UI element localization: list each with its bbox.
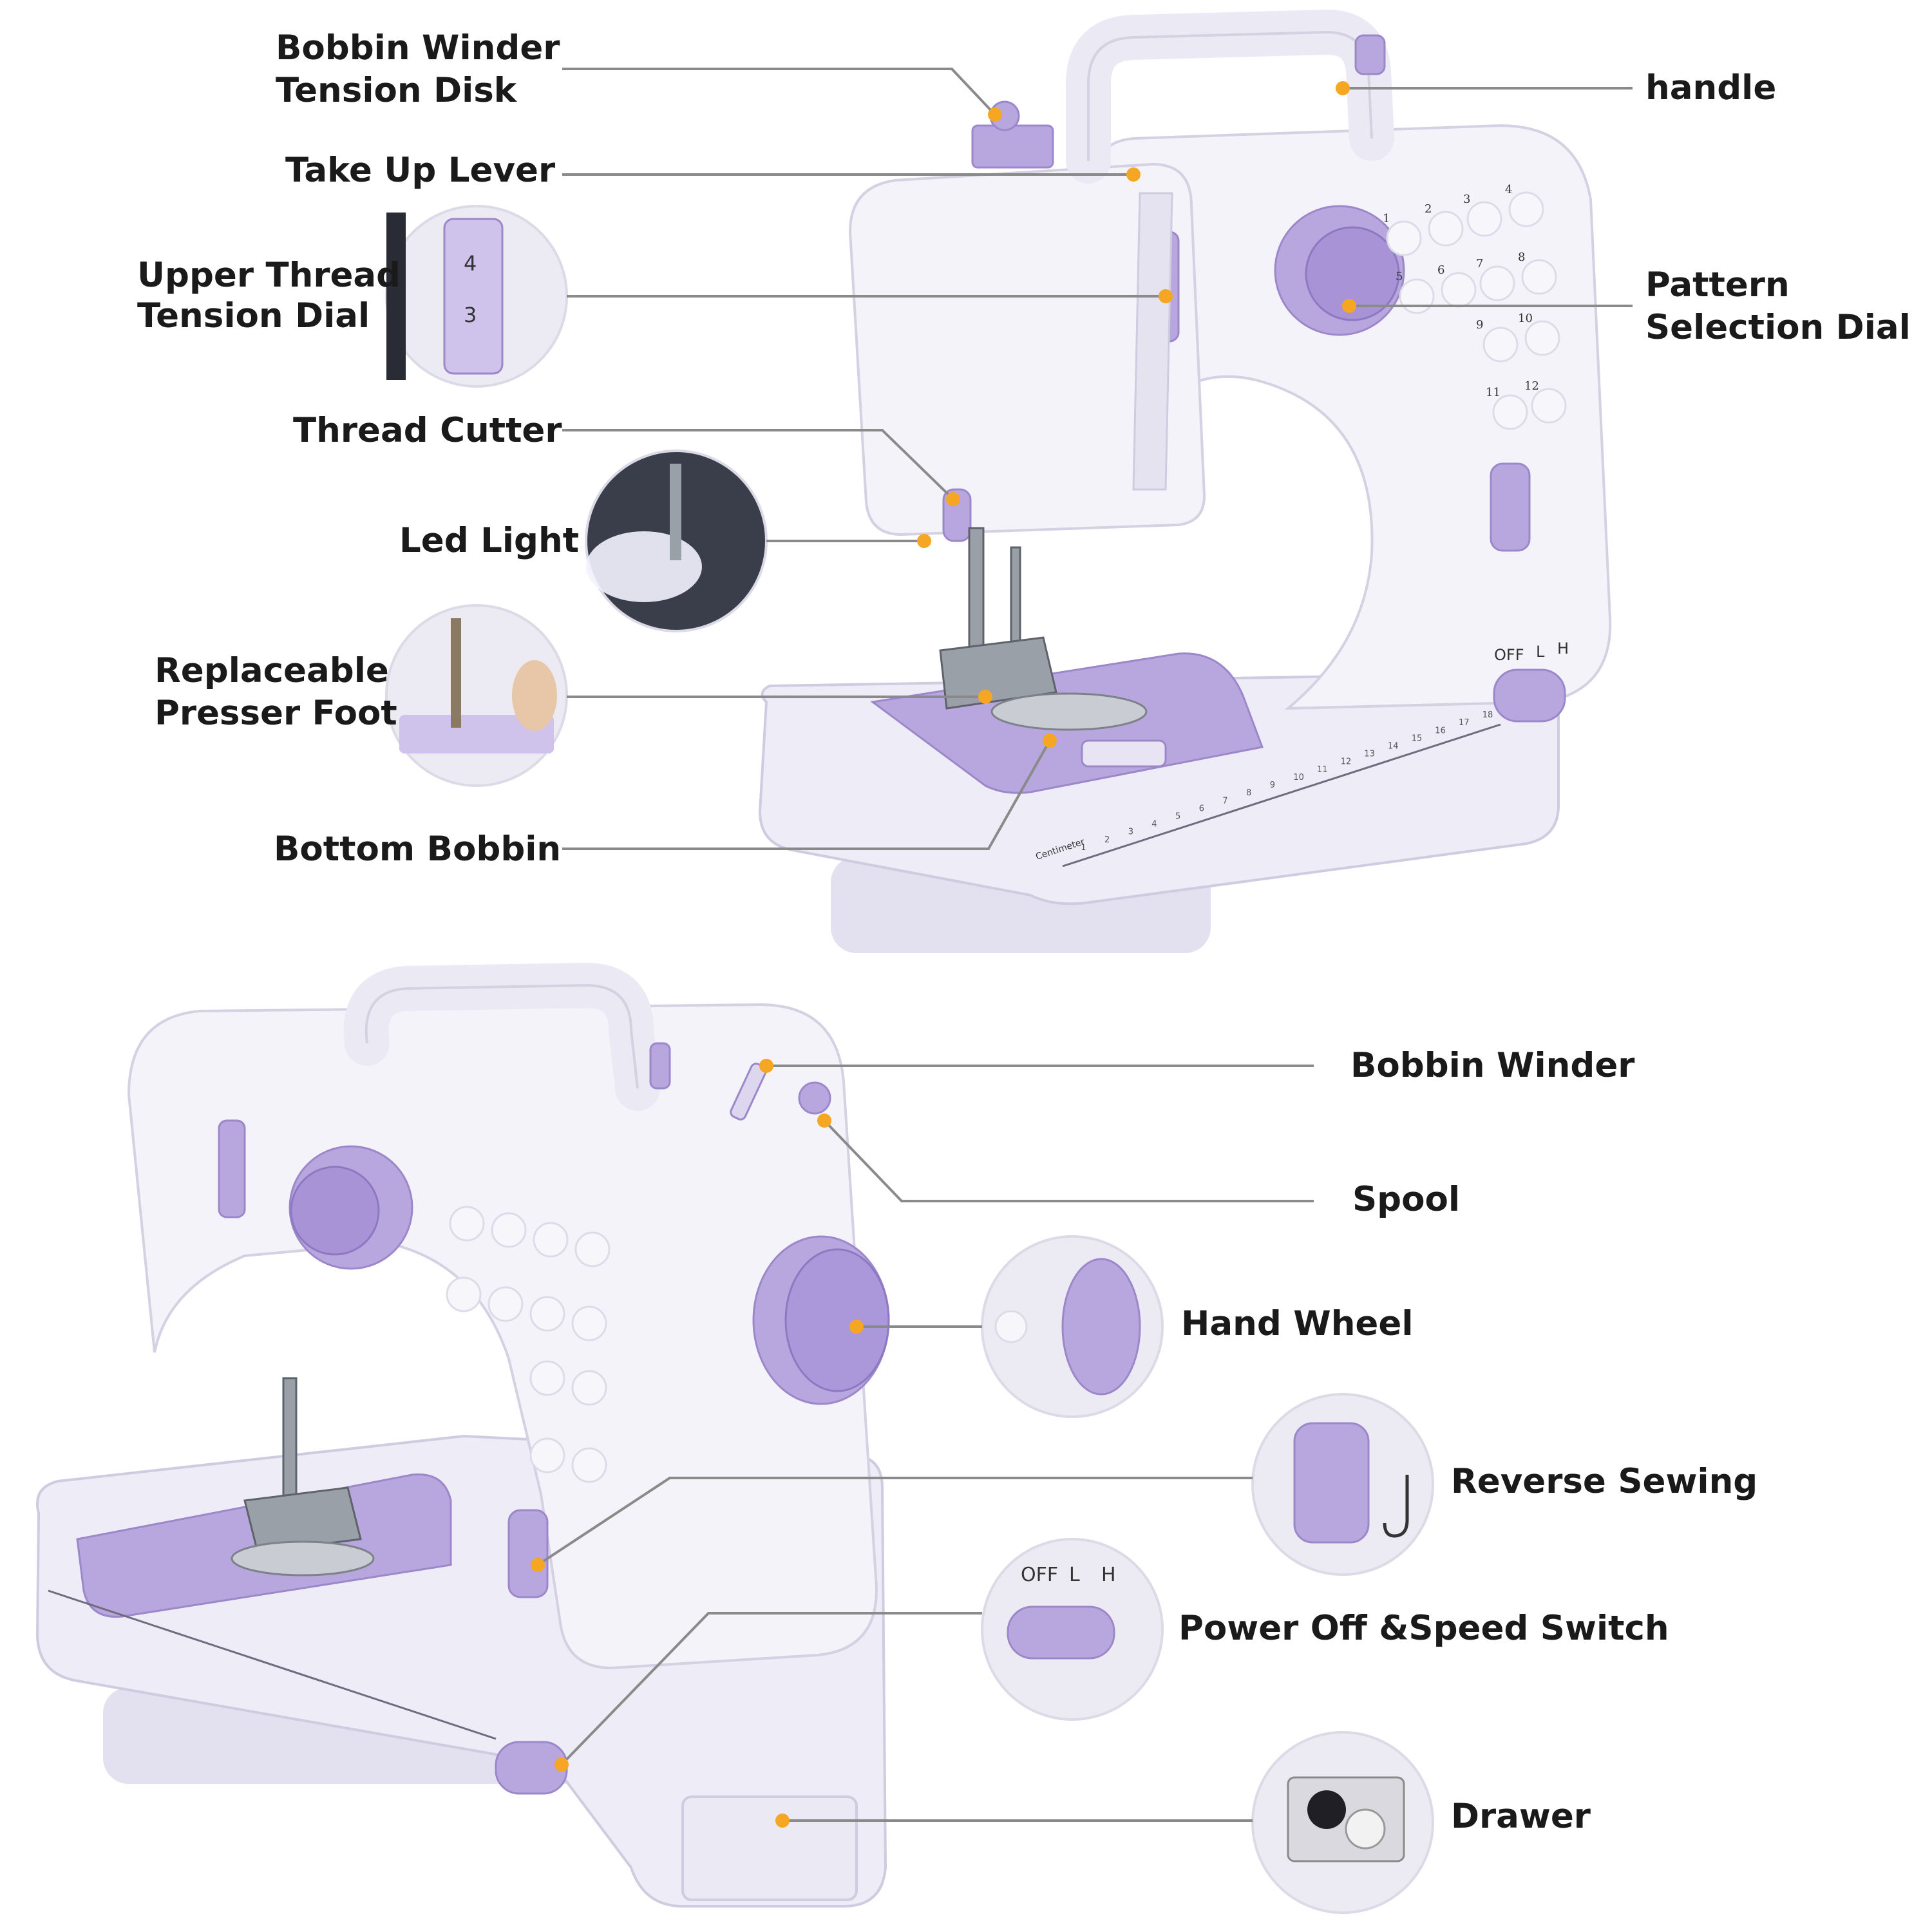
- switch-label-h: H: [1557, 639, 1569, 658]
- label-led-light: Led Light: [399, 521, 579, 560]
- ruler-number: 13: [1364, 750, 1375, 759]
- stitch-number: 1: [1383, 212, 1390, 225]
- switch-inset-off: OFF: [1021, 1564, 1058, 1586]
- inset-hand-wheel: [981, 1235, 1164, 1418]
- stitch-number: 9: [1476, 318, 1483, 332]
- ruler-number: 16: [1435, 726, 1446, 735]
- ruler-number: 10: [1293, 773, 1304, 782]
- ruler-number: 18: [1482, 710, 1493, 720]
- dot-presser-foot: [978, 690, 992, 704]
- inset-power-switch: [981, 1538, 1164, 1721]
- label-drawer: Drawer: [1451, 1797, 1591, 1836]
- label-reverse-sewing: Reverse Sewing: [1451, 1462, 1757, 1501]
- ruler-number: 6: [1199, 804, 1204, 813]
- ruler-number: 15: [1412, 734, 1423, 743]
- label-take-up-lever: Take Up Lever: [285, 151, 555, 190]
- label-bobbin-winder-tension-disk: Bobbin Winder Tension Disk: [276, 28, 572, 110]
- label-hand-wheel: Hand Wheel: [1181, 1304, 1414, 1343]
- stitch-number: 6: [1437, 263, 1444, 277]
- dot-bobbin-winder: [759, 1059, 773, 1073]
- label-handle: handle: [1645, 68, 1776, 108]
- callout-labels: Bobbin Winder Tension Disk Take Up Lever…: [137, 28, 1911, 1836]
- stitch-number: 7: [1476, 257, 1483, 270]
- switch-label-l: L: [1536, 643, 1545, 661]
- label-spool: Spool: [1352, 1180, 1460, 1219]
- inset-reverse-sewing: [1251, 1393, 1434, 1576]
- switch-inset-h: H: [1101, 1564, 1116, 1586]
- ruler-number: 11: [1317, 765, 1328, 775]
- stitch-number: 10: [1518, 312, 1533, 325]
- dot-led-light: [917, 534, 931, 548]
- machine-front-view: [758, 9, 1612, 953]
- stitch-number: 2: [1425, 202, 1432, 216]
- stitch-number: 8: [1518, 251, 1525, 264]
- stitch-number: 4: [1505, 183, 1512, 196]
- ruler-number: 4: [1151, 820, 1157, 829]
- dot-bobbin-winder-tension-disk: [988, 108, 1002, 122]
- dot-bottom-bobbin: [1043, 734, 1057, 748]
- tension-number-3: 3: [464, 303, 477, 327]
- ruler-number: 14: [1388, 742, 1399, 752]
- dot-hand-wheel: [849, 1320, 864, 1334]
- ruler-number: 9: [1270, 781, 1275, 790]
- inset-upper-thread-dial: [385, 205, 568, 388]
- stitch-number: 12: [1524, 379, 1539, 393]
- label-thread-cutter: Thread Cutter: [293, 411, 562, 450]
- dot-pattern-dial: [1342, 299, 1356, 313]
- stitch-number: 5: [1396, 270, 1403, 283]
- inset-led-light: [585, 450, 768, 632]
- ruler-number: 5: [1175, 812, 1180, 822]
- stitch-number: 11: [1486, 386, 1501, 399]
- dot-handle: [1336, 81, 1350, 95]
- machine-rear-view: [35, 962, 890, 1908]
- label-upper-thread-tension-dial: Upper Thread Tension Dial: [137, 256, 413, 336]
- dot-thread-cutter: [946, 492, 960, 506]
- dot-drawer: [775, 1814, 790, 1828]
- dot-upper-thread-tension-dial: [1159, 289, 1173, 303]
- stitch-number: 3: [1463, 193, 1470, 206]
- dot-power-switch: [554, 1757, 569, 1772]
- ruler-number: 8: [1246, 788, 1251, 798]
- label-power-speed-switch: Power Off &Speed Switch: [1179, 1609, 1669, 1648]
- label-bottom-bobbin: Bottom Bobbin: [274, 829, 561, 869]
- label-replaceable-presser-foot: Replaceable Presser Foot: [155, 651, 401, 733]
- switch-label-off: OFF: [1494, 646, 1524, 664]
- ruler-number: 17: [1459, 718, 1470, 728]
- inset-presser-foot: [385, 604, 568, 787]
- label-pattern-selection-dial: Pattern Selection Dial: [1645, 265, 1911, 347]
- label-bobbin-winder: Bobbin Winder: [1350, 1046, 1634, 1085]
- ruler-number: 1: [1081, 843, 1086, 853]
- ruler-number: 7: [1222, 796, 1227, 806]
- ruler-number: 2: [1104, 835, 1110, 845]
- ruler-number: 12: [1341, 757, 1352, 767]
- dot-reverse-sewing: [531, 1558, 545, 1572]
- inset-drawer: [1251, 1731, 1434, 1914]
- switch-inset-l: L: [1069, 1564, 1080, 1586]
- dot-spool: [817, 1113, 831, 1128]
- tension-number-4: 4: [464, 251, 477, 276]
- leader-lines: [536, 68, 1633, 1822]
- callout-dots: [531, 81, 1356, 1828]
- ruler-number: 3: [1128, 828, 1133, 837]
- dot-take-up-lever: [1126, 167, 1141, 182]
